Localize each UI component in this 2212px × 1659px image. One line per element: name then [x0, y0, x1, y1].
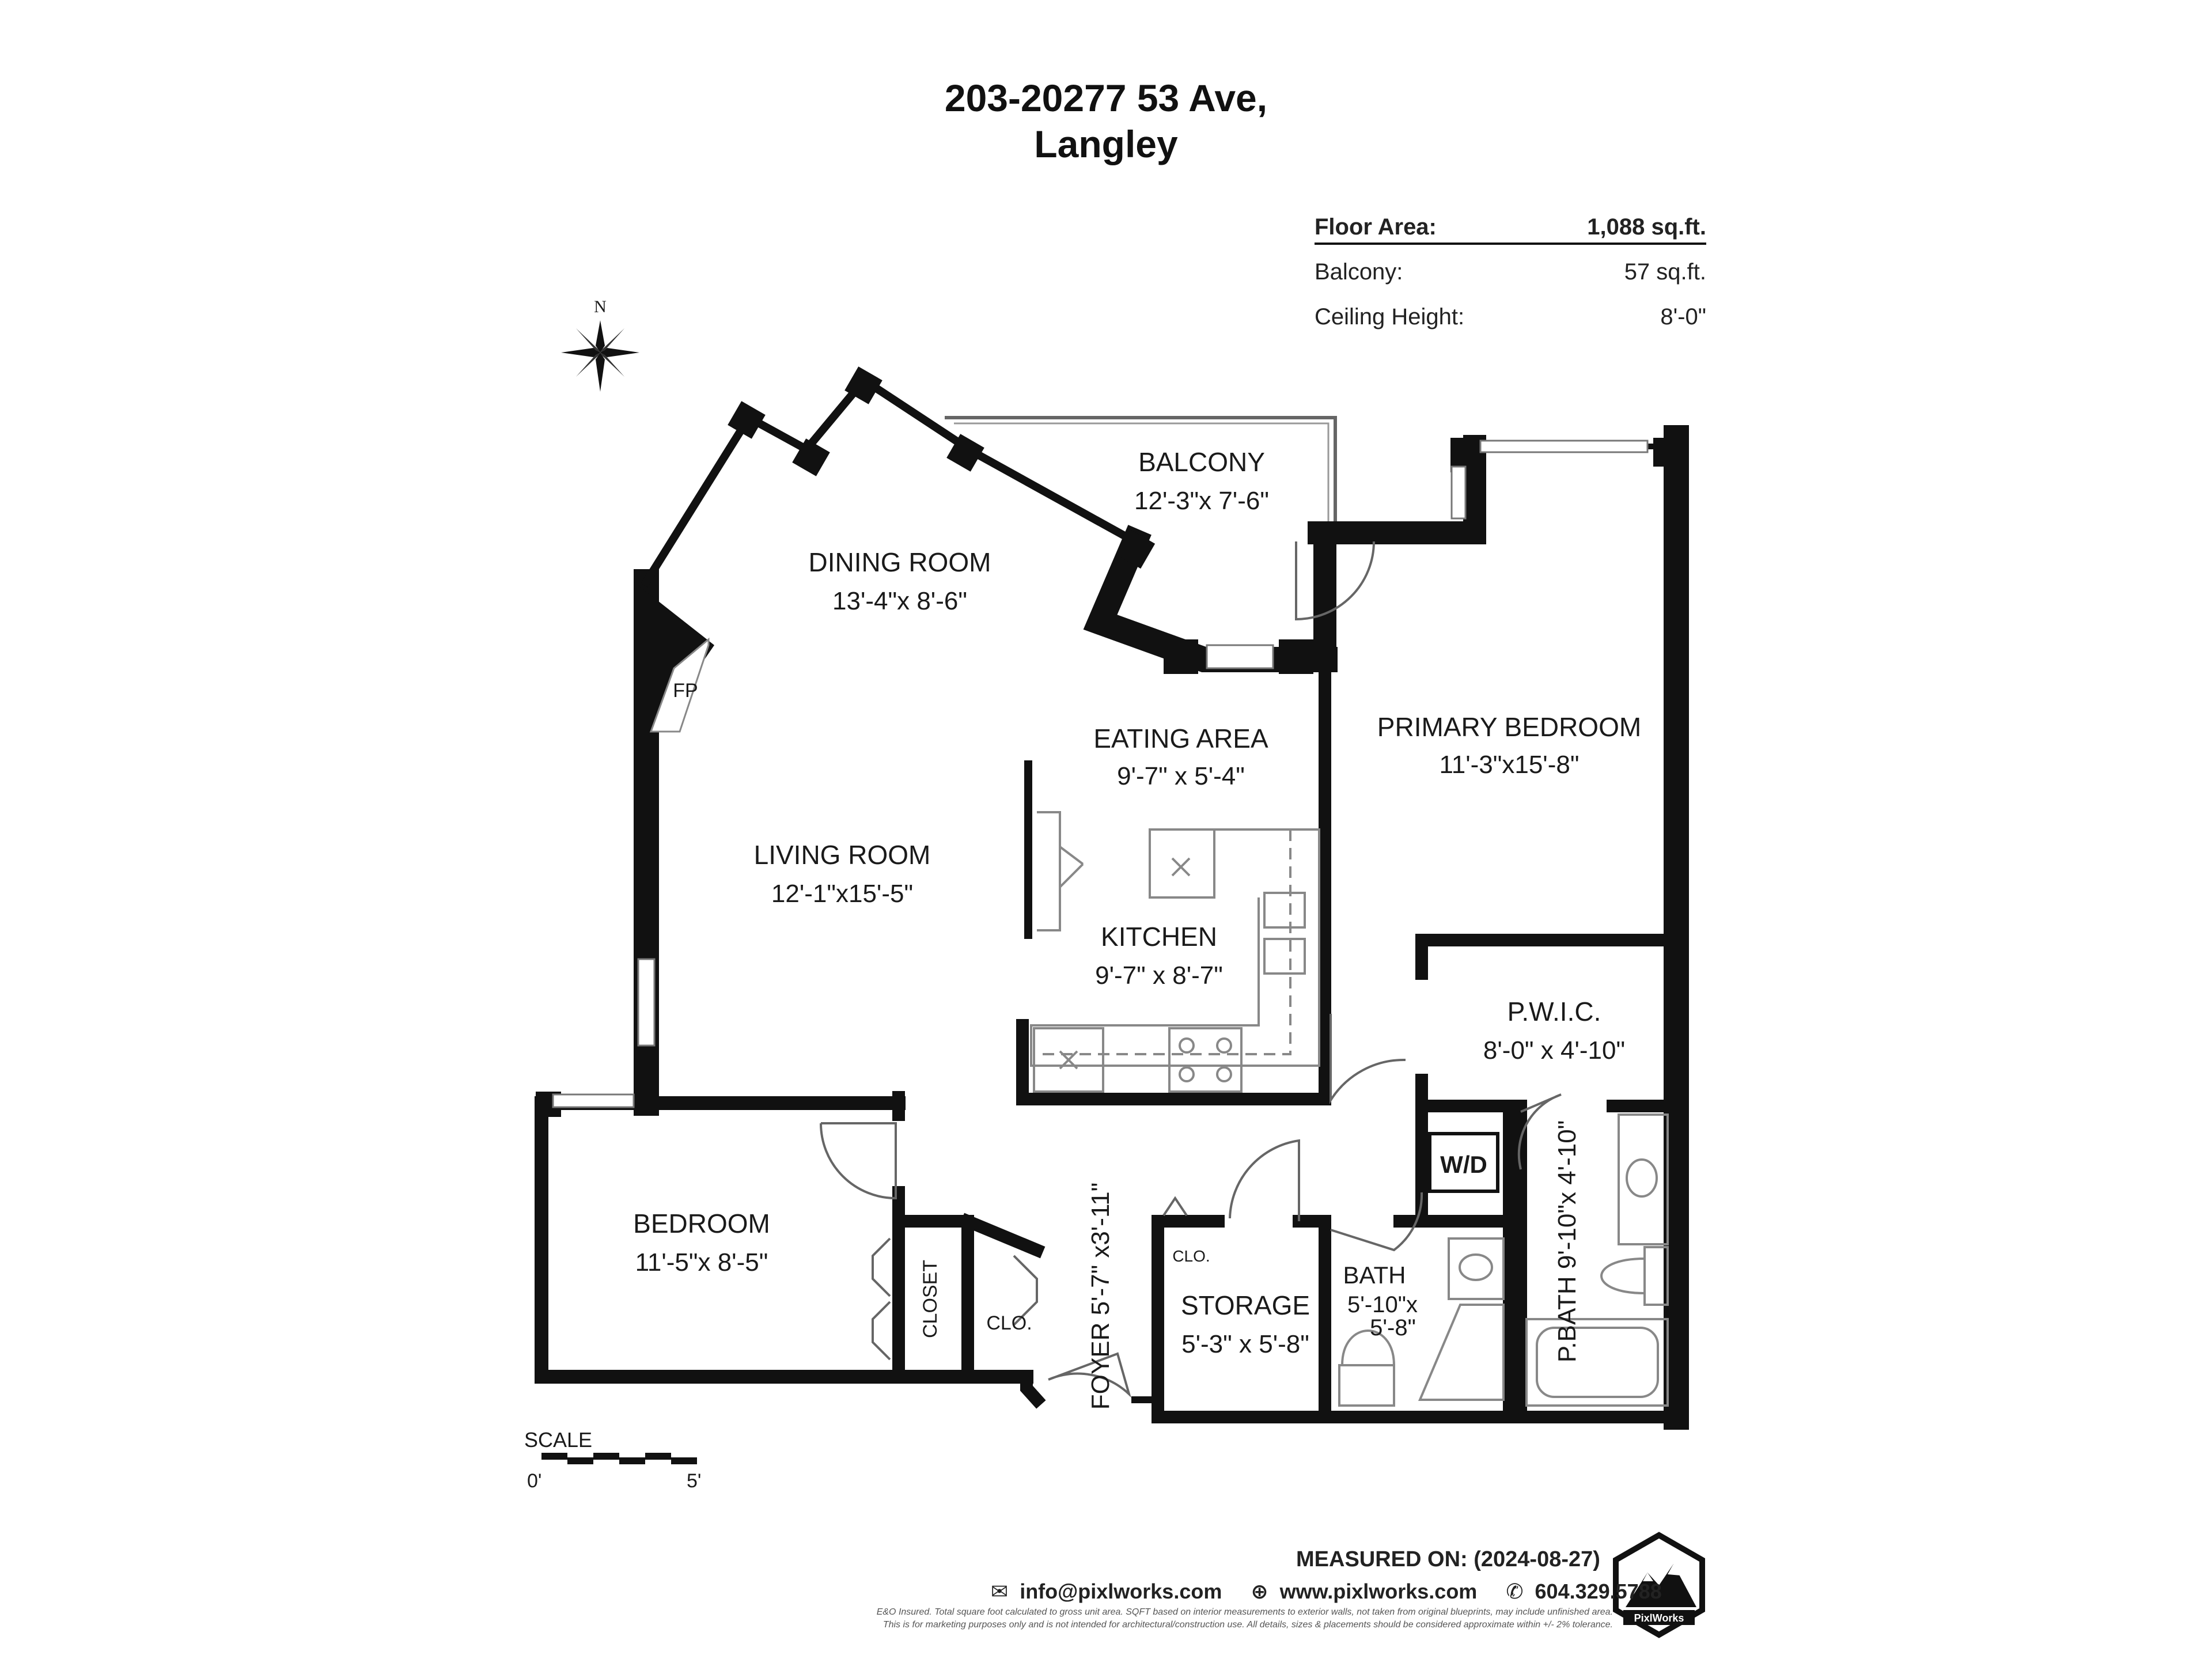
ceiling-height-label: Ceiling Height: — [1315, 304, 1465, 329]
fireplace-label: FP — [673, 680, 698, 702]
logo-text: PixlWorks — [1634, 1612, 1684, 1624]
foyer-label: FOYER 5'-7" x3'-11" — [1086, 1183, 1115, 1410]
room-labels: BALCONY 12'-3"x 7'-6" DINING ROOM 13'-4"… — [633, 447, 1641, 1410]
eating-area-label: EATING AREA — [1093, 724, 1268, 753]
floor-area-value: 1,088 sq.ft. — [1587, 214, 1706, 240]
balcony-area-label: Balcony: — [1315, 259, 1403, 285]
dining-room-dim: 13'-4"x 8'-6" — [832, 587, 967, 615]
scale-end: 5' — [687, 1470, 701, 1492]
bath-fixtures — [1338, 1113, 1669, 1407]
closet-2-label: CLO. — [986, 1312, 1032, 1334]
storage-label: STORAGE — [1181, 1290, 1310, 1320]
living-room-dim: 12'-1"x15'-5" — [771, 880, 913, 908]
phone-icon: ✆ — [1506, 1580, 1524, 1603]
closet-3-label: CLO. — [1172, 1247, 1210, 1265]
kitchen-fixtures — [1024, 760, 1320, 1093]
ceiling-height-row: Ceiling Height: 8'-0" — [1315, 304, 1706, 330]
doors — [820, 541, 1562, 1398]
wall-jambs — [536, 366, 1688, 1117]
interior-walls — [892, 656, 1683, 1418]
pwic-dim: 8'-0" x 4'-10" — [1483, 1036, 1625, 1065]
email-icon: ✉ — [991, 1580, 1009, 1603]
primary-bedroom-label: PRIMARY BEDROOM — [1377, 712, 1641, 742]
primary-bath-label: P.BATH 9'-10"x 4'-10" — [1553, 1120, 1581, 1363]
balcony-dim: 12'-3"x 7'-6" — [1134, 487, 1269, 515]
contact-row: ✉ info@pixlworks.com ⊕ www.pixlworks.com… — [991, 1580, 1685, 1604]
balcony-area-row: Balcony: 57 sq.ft. — [1315, 259, 1706, 285]
bedroom-label: BEDROOM — [633, 1209, 770, 1238]
compass-north-label: N — [594, 297, 607, 316]
bath-dim-1: 5'-10"x — [1347, 1292, 1418, 1317]
closet-label: CLOSET — [919, 1260, 941, 1338]
bedroom-dim: 11'-5"x 8'-5" — [635, 1248, 768, 1277]
scale-bar: SCALE 0' 5' — [524, 1428, 701, 1492]
kitchen-label: KITCHEN — [1101, 922, 1217, 952]
balcony-railing — [945, 416, 1337, 524]
pwic-label: P.W.I.C. — [1508, 997, 1601, 1027]
balcony-area-value: 57 sq.ft. — [1624, 259, 1706, 285]
pixlworks-logo-icon: PixlWorks — [1613, 1532, 1705, 1638]
scale-label: SCALE — [524, 1428, 592, 1452]
washer-dryer-label: W/D — [1440, 1151, 1487, 1178]
dining-room-label: DINING ROOM — [809, 547, 991, 577]
ceiling-height-value: 8'-0" — [1660, 304, 1706, 329]
kitchen-dim: 9'-7" x 8'-7" — [1095, 961, 1223, 990]
windows — [552, 440, 1649, 1108]
fireplace-icon — [649, 637, 710, 733]
measured-on: MEASURED ON: (2024-08-27) — [1296, 1547, 1600, 1571]
phone-text: 604.329.5788 — [1535, 1580, 1662, 1603]
floor-area-label: Floor Area: — [1315, 214, 1437, 240]
address-line-1: 203-20277 53 Ave, — [944, 77, 1268, 119]
address-line-2: Langley — [1034, 123, 1178, 165]
web-text[interactable]: www.pixlworks.com — [1279, 1580, 1478, 1603]
floor-area-row: Floor Area: 1,088 sq.ft. — [1315, 214, 1706, 245]
storage-dim: 5'-3" x 5'-8" — [1181, 1330, 1309, 1358]
fine-print-2: This is for marketing purposes only and … — [882, 1620, 1613, 1630]
scale-start: 0' — [527, 1470, 541, 1492]
balcony-label: BALCONY — [1138, 447, 1265, 477]
bath-dim-2: 5'-8" — [1370, 1315, 1416, 1340]
living-room-label: LIVING ROOM — [754, 840, 931, 870]
fine-print-1: E&O Insured. Total square foot calculate… — [876, 1607, 1613, 1617]
primary-bedroom-dim: 11'-3"x15'-8" — [1440, 751, 1580, 779]
compass-icon: N — [561, 297, 639, 392]
web-icon: ⊕ — [1251, 1580, 1268, 1603]
eating-area-dim: 9'-7" x 5'-4" — [1117, 762, 1245, 790]
email-text[interactable]: info@pixlworks.com — [1020, 1580, 1222, 1603]
bath-label: BATH — [1343, 1262, 1406, 1289]
